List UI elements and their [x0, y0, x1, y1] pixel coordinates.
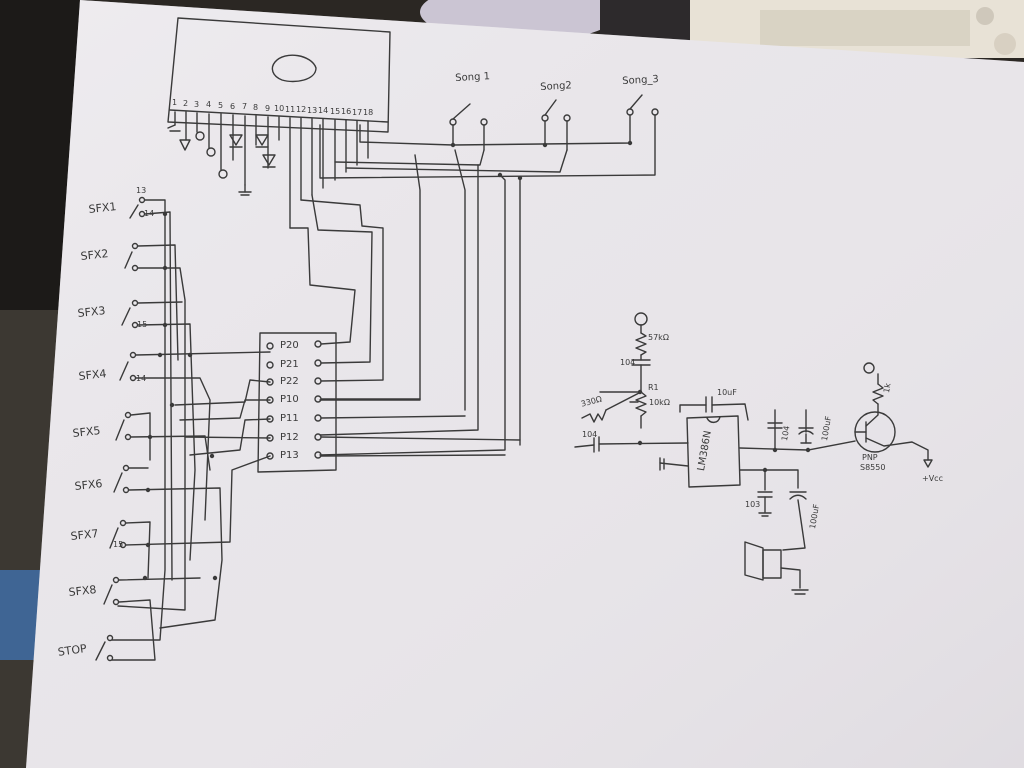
c-input-value: 104	[582, 430, 598, 439]
module-pin-number: 5	[218, 101, 224, 110]
p-block-wires	[289, 194, 521, 457]
p-label-p22: P22	[280, 376, 299, 387]
switch-pin-label: 13	[136, 186, 147, 195]
vcc-label: +Vcc	[922, 474, 943, 483]
p-label-p20: P20	[280, 340, 299, 351]
r-base-value: 1k	[882, 382, 893, 394]
c-top-value: 104	[620, 358, 636, 367]
r1-value: 10kΩ	[649, 398, 670, 407]
junction-dots	[142, 140, 811, 581]
transistor-part: S8550	[860, 463, 886, 472]
module-pin-number: 9	[265, 104, 271, 113]
p-label-p13: P13	[280, 450, 299, 461]
module-pin-number: 7	[242, 102, 248, 111]
sfx-wires	[111, 199, 271, 661]
module-pin-number: 15	[330, 107, 341, 116]
module-pin-number: 13	[307, 106, 318, 115]
module-pin-components	[167, 124, 276, 196]
p-label-p12: P12	[280, 432, 299, 443]
c-feedback-value: 10uF	[717, 388, 737, 397]
sfx-switches	[95, 196, 146, 662]
module-board	[167, 17, 391, 133]
switch-pin-label: 15	[113, 540, 124, 549]
switch-pin-label: 15	[137, 320, 148, 329]
song-label-3: Song_3	[622, 74, 660, 87]
switch-pin-label: 14	[144, 209, 155, 218]
song-label-1: Song 1	[455, 71, 491, 84]
module-pin-number: 6	[230, 102, 236, 111]
module-pin-number: 16	[341, 107, 352, 116]
module-pin-number: 2	[183, 99, 189, 108]
r1-label: R1	[648, 383, 659, 392]
module-pin-number: 17	[352, 108, 363, 117]
song-wires	[319, 114, 656, 456]
p-label-p21: P21	[280, 359, 299, 370]
transistor-type: PNP	[862, 453, 878, 462]
r-top-value: 57kΩ	[648, 333, 669, 342]
module-pin-number: 1	[172, 98, 178, 107]
p-label-p11: P11	[280, 413, 299, 424]
c-103-value: 103	[745, 500, 761, 509]
switch-pin-label: 14	[136, 374, 147, 383]
module-pin-number: 3	[194, 100, 200, 109]
song-switches	[449, 94, 659, 126]
amplifier-circuit	[574, 312, 933, 595]
module-pin-stubs	[174, 111, 369, 229]
module-pin-number: 18	[363, 108, 374, 117]
module-pin-number: 8	[253, 103, 259, 112]
module-pin-number: 10	[274, 104, 285, 113]
module-pin-number: 11	[285, 105, 296, 114]
module-pin-number: 4	[206, 100, 212, 109]
song-label-2: Song2	[540, 80, 573, 93]
module-pin-number: 12	[296, 105, 307, 114]
p-label-p10: P10	[280, 394, 299, 405]
module-pin-number: 14	[318, 106, 329, 115]
